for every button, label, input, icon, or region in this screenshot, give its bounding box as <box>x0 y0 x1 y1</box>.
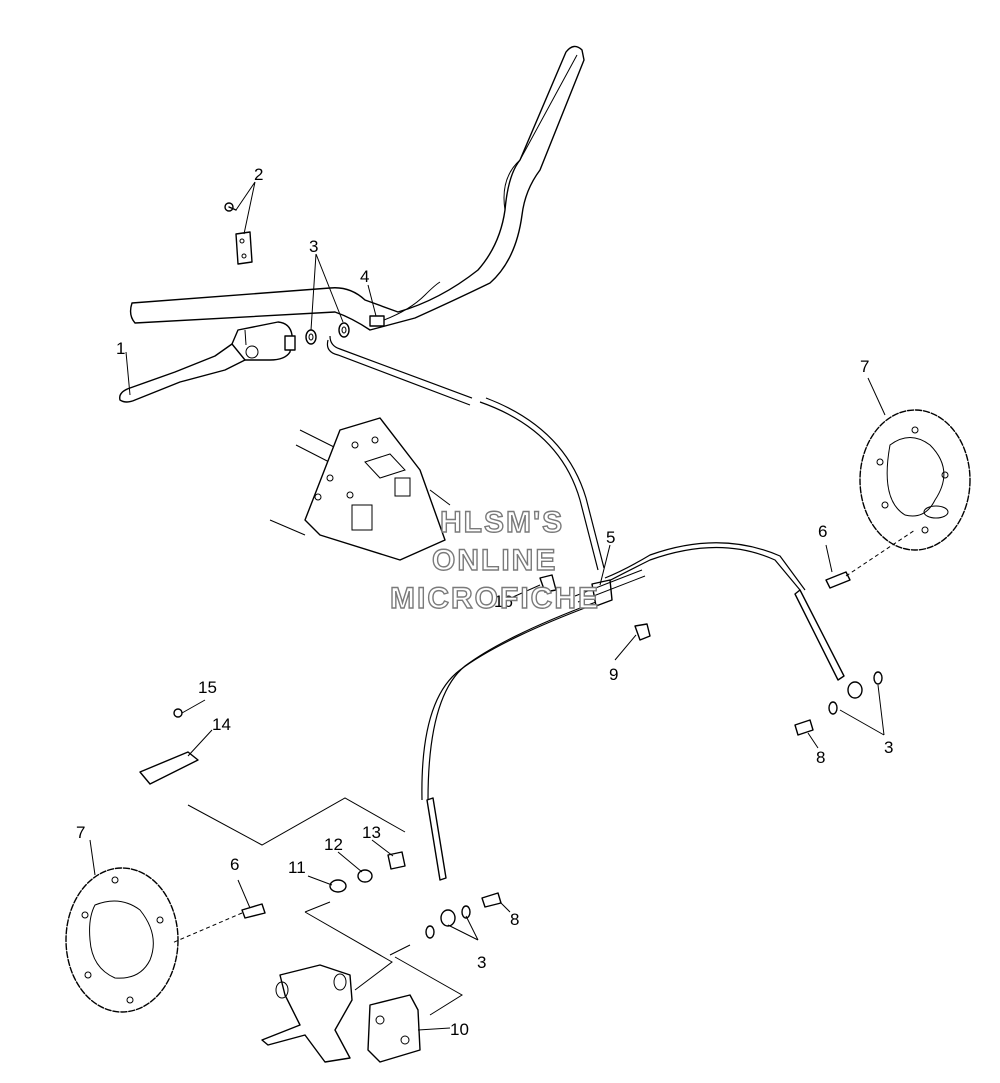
callout-13: 13 <box>362 823 381 842</box>
callout-6-right: 6 <box>818 522 827 541</box>
watermark-line-2: ONLINE <box>432 544 557 577</box>
callout-3-left: 3 <box>477 953 486 972</box>
handlebar[interactable] <box>129 45 585 331</box>
watermark-line-1: HLSM'S <box>440 506 564 539</box>
brake-lever-master-cylinder[interactable] <box>119 321 296 403</box>
banjo-bolt-left[interactable] <box>425 892 502 939</box>
hose-bracket[interactable] <box>139 708 199 785</box>
frame-section <box>269 417 451 561</box>
callout-2: 2 <box>254 165 263 184</box>
handlebar-clamp[interactable] <box>224 202 253 265</box>
callout-10: 10 <box>450 1020 469 1039</box>
watermark: HLSM'S ONLINE MICROFICHE <box>389 505 600 615</box>
callout-3-upper: 3 <box>309 237 318 256</box>
rotor-bolt-left[interactable] <box>171 903 266 944</box>
callout-8-right: 8 <box>816 748 825 767</box>
callout-14: 14 <box>212 715 231 734</box>
caliper-mount-hardware[interactable] <box>329 851 406 893</box>
assembly-lines <box>187 797 463 1016</box>
callout-4: 4 <box>360 267 369 286</box>
leader-lines <box>89 181 886 1031</box>
callout-8-left: 8 <box>510 910 519 929</box>
banjo-bolt-right[interactable] <box>794 671 883 736</box>
callout-7-left: 7 <box>76 823 85 842</box>
steering-spindle[interactable] <box>261 964 353 1063</box>
callout-3-right: 3 <box>884 738 893 757</box>
sealing-washers-upper[interactable] <box>305 322 350 345</box>
brake-hose-main <box>326 335 845 881</box>
callout-labels: 1 2 3 4 5 16 9 7 6 3 8 15 14 7 6 11 12 1… <box>76 165 893 1039</box>
brake-rotor-right[interactable] <box>859 409 971 551</box>
brake-hose-junction[interactable] <box>539 569 651 641</box>
brake-caliper[interactable] <box>367 994 421 1063</box>
callout-5: 5 <box>606 528 615 547</box>
callout-6-left: 6 <box>230 855 239 874</box>
brake-light-switch[interactable] <box>369 281 441 327</box>
callout-11: 11 <box>288 858 306 877</box>
rotor-bolt-right[interactable] <box>825 529 916 589</box>
watermark-line-3: MICROFICHE <box>390 582 600 615</box>
brake-rotor-left[interactable] <box>65 867 179 1013</box>
callout-15: 15 <box>198 678 217 697</box>
callout-1: 1 <box>116 339 125 358</box>
callout-16: 16 <box>494 592 513 611</box>
callout-12: 12 <box>324 835 343 854</box>
callout-9: 9 <box>609 665 618 684</box>
callout-7-right: 7 <box>860 357 869 376</box>
